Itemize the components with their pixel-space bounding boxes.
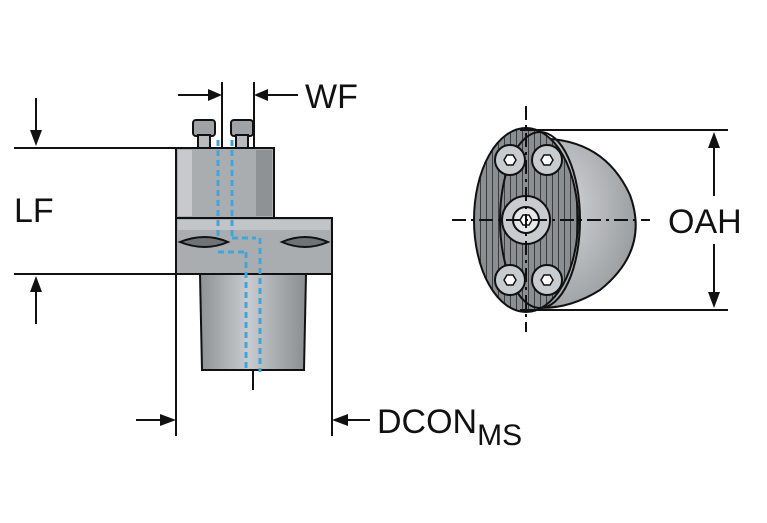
oah-label: OAH: [668, 203, 742, 241]
coolant-channel: [216, 140, 262, 372]
wf-label: WF: [305, 78, 358, 116]
side-view: WF LF DCONMS: [14, 78, 522, 452]
end-view: OAH: [452, 106, 742, 332]
clamp-screw-right: [230, 119, 254, 150]
dcon-subscript: MS: [477, 419, 522, 452]
lf-label: LF: [14, 192, 54, 230]
slot-right: [279, 236, 331, 248]
slot-left: [177, 236, 231, 248]
dcon-label: DCONMS: [377, 403, 522, 452]
clamp-screw-left: [192, 119, 216, 150]
shank: [198, 273, 308, 371]
